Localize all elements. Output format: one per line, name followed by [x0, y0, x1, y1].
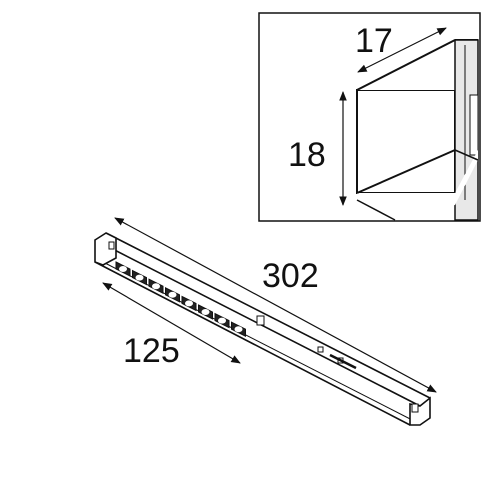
height-label: 18 [288, 136, 326, 174]
dimension-width: 17 [355, 22, 447, 73]
led-lens [119, 266, 127, 272]
led-lens [234, 326, 243, 333]
profile-cross-section [356, 39, 479, 221]
led-lens [135, 274, 144, 281]
width-label: 17 [355, 22, 393, 60]
led-section-label: 125 [123, 332, 180, 370]
dimension-led-section: 125 [102, 282, 241, 370]
length-label: 302 [262, 257, 319, 295]
led-module-row [115, 261, 246, 338]
detail-inset: 17 18 [258, 12, 481, 222]
dimension-height: 18 [288, 91, 347, 206]
led-lens [185, 300, 193, 307]
led-lens [152, 283, 160, 290]
dimension-length: 302 [114, 217, 437, 393]
led-lens [218, 317, 226, 324]
led-lens [201, 309, 210, 315]
led-lens [168, 291, 177, 298]
